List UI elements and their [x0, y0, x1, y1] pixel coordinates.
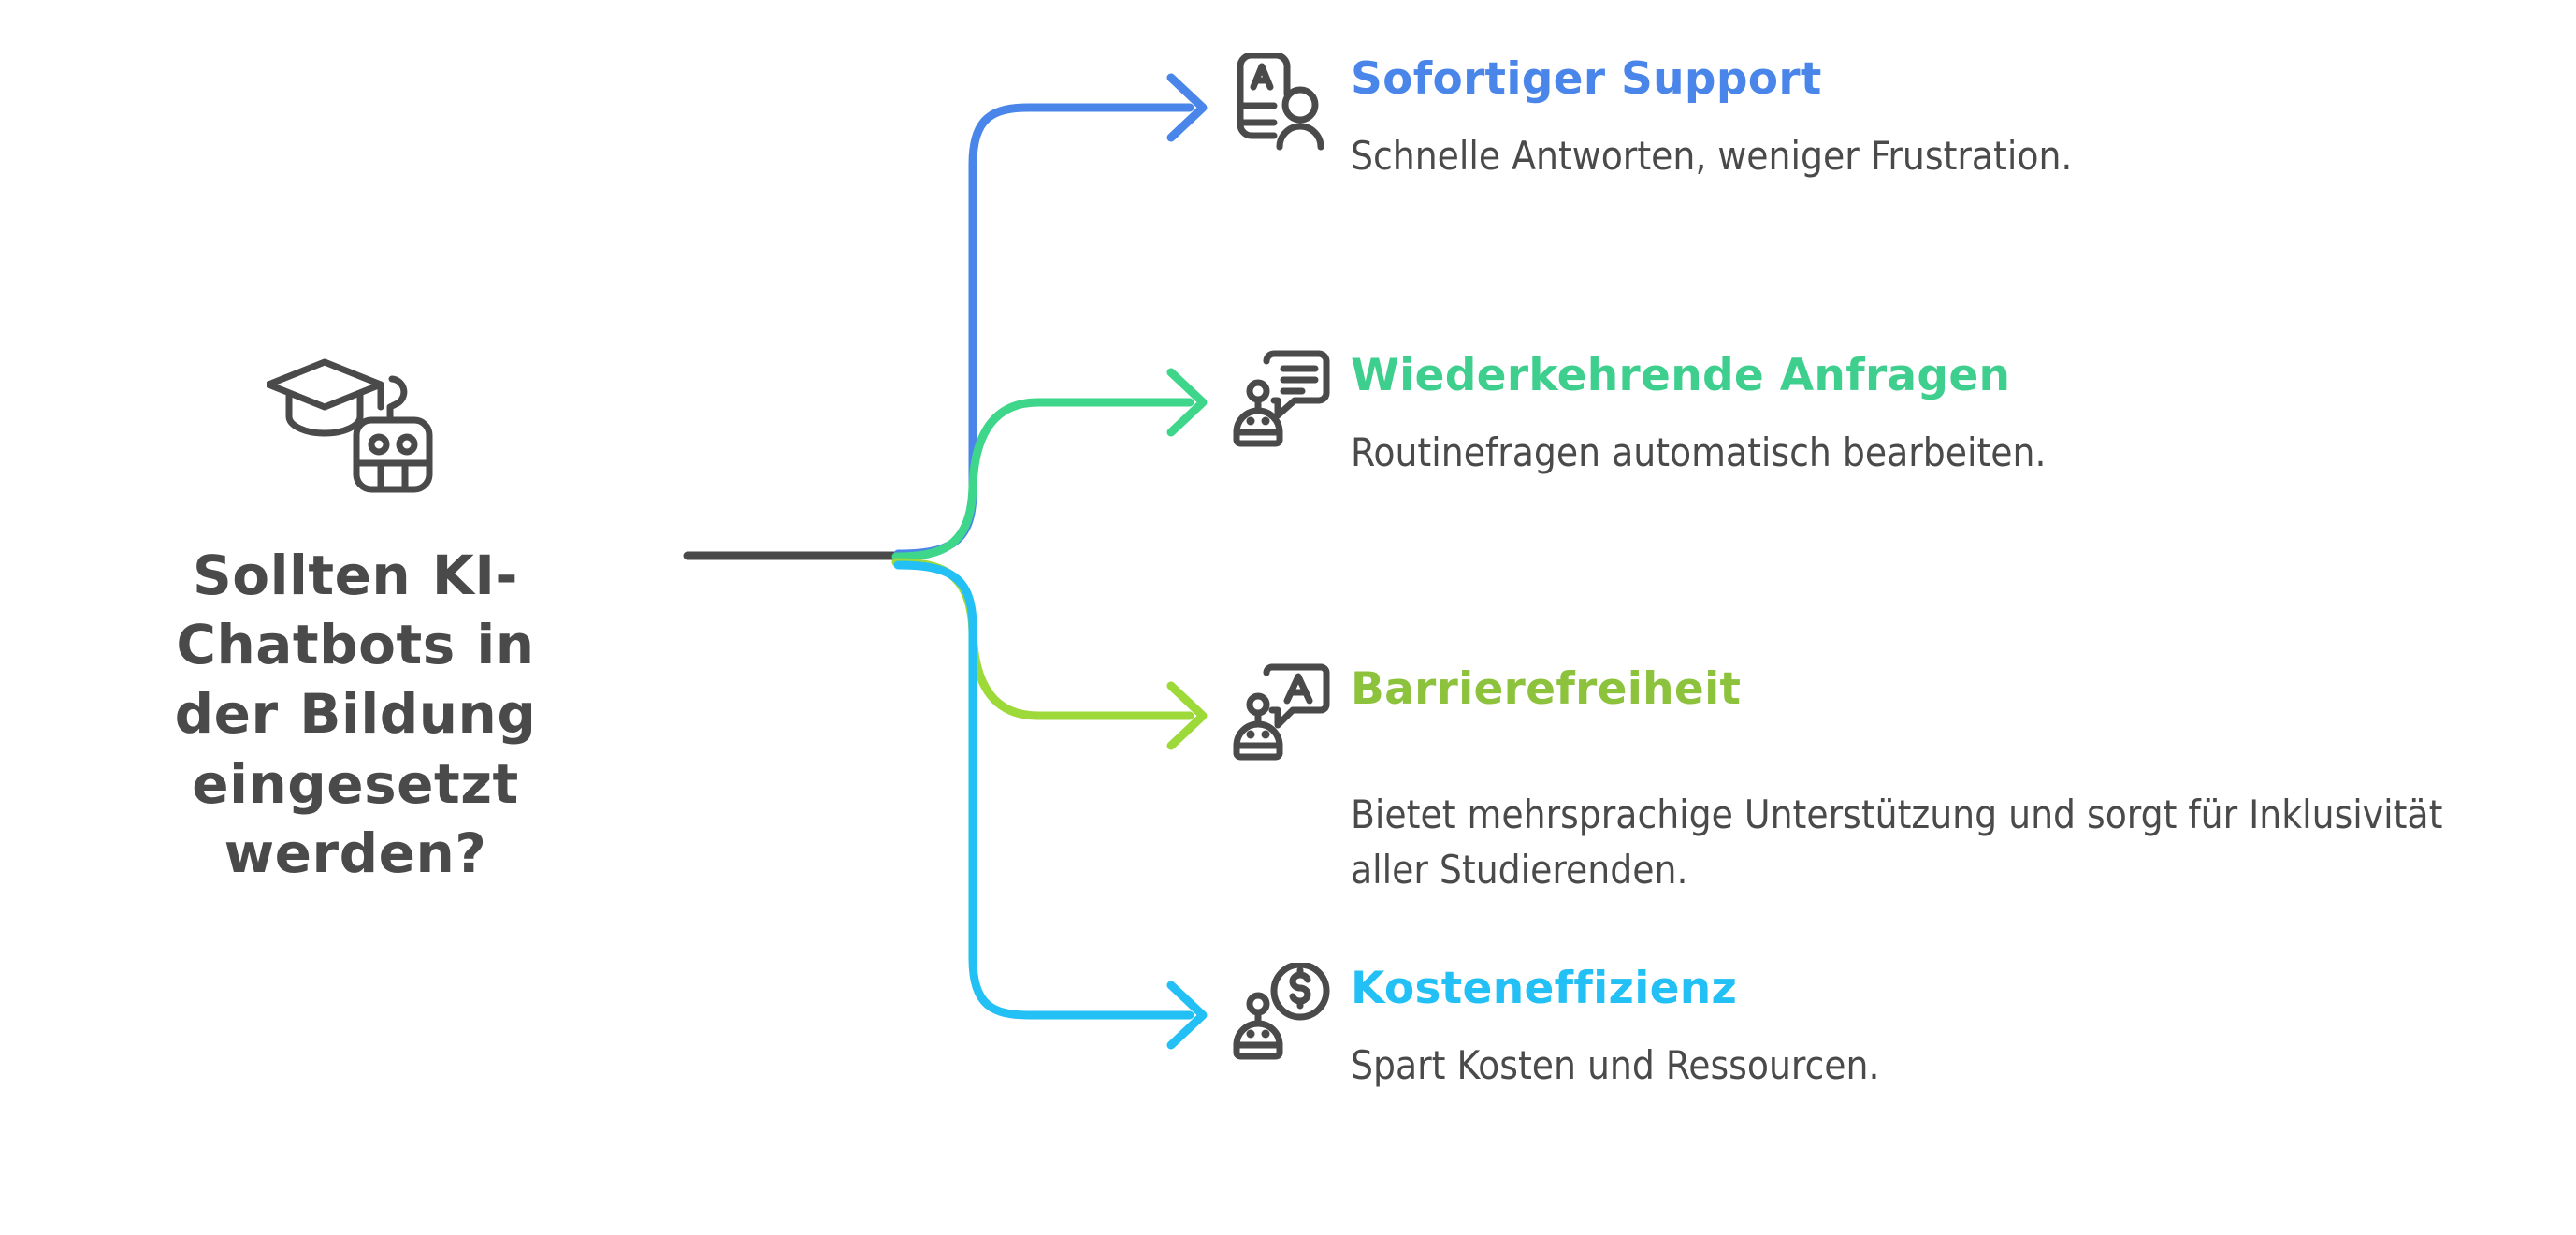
branch-sofortiger-support[interactable]: Sofortiger Support Schnelle Antworten, w… — [1233, 51, 2168, 183]
connector-3-arrow — [1166, 981, 1208, 1050]
connector-2 — [891, 558, 1194, 720]
branch-description: Spart Kosten und Ressourcen. — [1351, 1041, 1880, 1088]
connector-0-arrow — [1166, 73, 1208, 142]
branch-title: Kosteneffizienz — [1351, 963, 1738, 1014]
branch-title: Wiederkehrende Anfragen — [1351, 350, 2011, 401]
connector-2-arrow — [1166, 681, 1208, 750]
branch-title: Sofortiger Support — [1351, 53, 1822, 105]
branch-title: Barrierefreiheit — [1351, 663, 1742, 715]
branch-description: Schnelle Antworten, weniger Frustration. — [1351, 132, 2073, 179]
branch-description: Bietet mehrsprachige Unterstützung und s… — [1351, 791, 2443, 894]
connector-1-arrow — [1166, 368, 1208, 437]
branch-text-block: Sofortiger Support Schnelle Antworten, w… — [1351, 51, 2168, 183]
branch-text-block: Kosteneffizienz Spart Kosten und Ressour… — [1351, 961, 2168, 1093]
connector-3 — [893, 560, 1194, 1020]
branch-text-block: Wiederkehrende Anfragen Routinefragen au… — [1351, 348, 2308, 480]
connector-0 — [893, 103, 1194, 559]
connector-1 — [891, 398, 1194, 561]
graduation-robot-icon — [267, 358, 433, 493]
branch-text-block: Barrierefreiheit Bietet mehrsprachige Un… — [1351, 661, 2449, 898]
branch-wiederkehrende-anfragen[interactable]: Wiederkehrende Anfragen Routinefragen au… — [1233, 348, 2308, 480]
robot-coin-icon — [1233, 963, 1330, 1060]
branch-barrierefreiheit[interactable]: Barrierefreiheit Bietet mehrsprachige Un… — [1233, 661, 2449, 898]
robot-translate-bubble-icon — [1233, 663, 1330, 761]
branch-description: Routinefragen automatisch bearbeiten. — [1351, 429, 2047, 475]
branch-kosteneffizienz[interactable]: Kosteneffizienz Spart Kosten und Ressour… — [1233, 961, 2168, 1093]
id-card-person-icon — [1237, 53, 1324, 151]
robot-chat-bubble-icon — [1233, 350, 1330, 447]
